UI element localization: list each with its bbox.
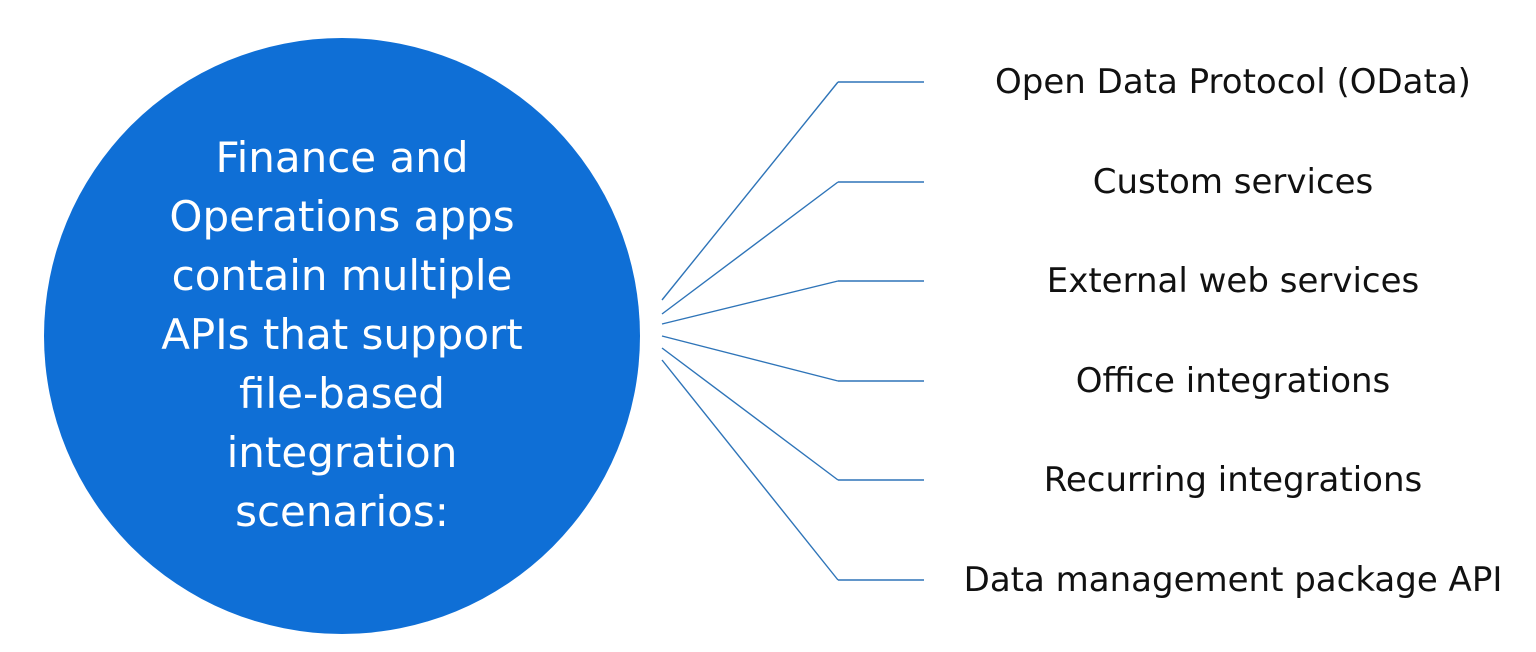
item-custom-services: Custom services [1092,162,1374,202]
connector-diagonal [661,181,839,315]
connector-diagonal [661,335,839,382]
hub-line: Finance and [215,133,469,182]
hub-circle [44,38,640,634]
item-recurring-integrations: Recurring integrations [1043,460,1423,500]
item-data-management-package-api: Data management package API [963,560,1503,600]
hub-line: scenarios: [235,487,449,536]
hub-line: Operations apps [169,192,515,241]
hub-text: Finance and Operations apps contain mult… [104,128,580,541]
hub-line: contain multiple [171,251,513,300]
item-odata: Open Data Protocol (OData) [995,62,1471,102]
connector-diagonal [661,359,839,581]
hub-line: integration [226,428,458,477]
connector-diagonal [661,81,839,301]
item-external-web-services: External web services [1046,261,1420,301]
connector-diagonal [661,280,839,325]
connector-diagonal [661,347,839,481]
hub-line: APIs that support [161,310,523,359]
hub-line: file-based [239,369,445,418]
item-office-integrations: Office integrations [1075,361,1391,401]
